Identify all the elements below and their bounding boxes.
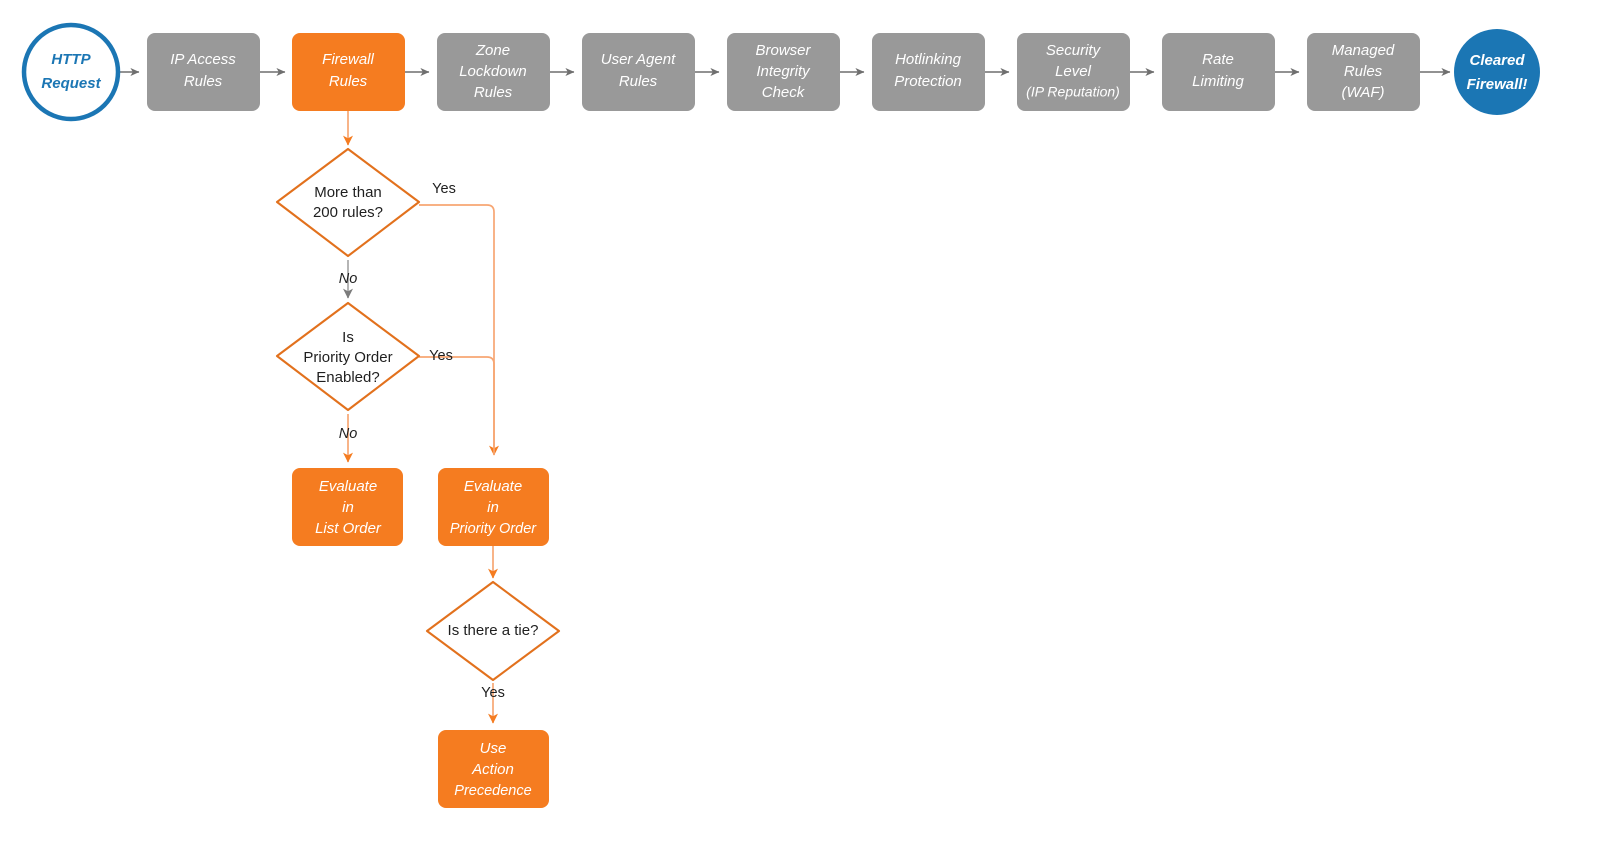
cleared-firewall-label-line2: Firewall! xyxy=(1467,76,1528,93)
node-zone-lockdown-rules[interactable]: Zone Lockdown Rules xyxy=(437,33,550,111)
use-action-precedence-label-line2: Action xyxy=(471,761,514,778)
more-than-200-rules-diamond xyxy=(275,147,421,258)
hotlinking-protection-label-line1: Hotlinking xyxy=(895,51,962,68)
firewall-rules-box xyxy=(292,33,405,111)
firewall-rules-label-line2: Rules xyxy=(329,73,368,90)
node-cleared-firewall[interactable]: Cleared Firewall! xyxy=(1454,29,1540,115)
zone-lockdown-rules-label-line2: Lockdown xyxy=(459,63,527,80)
node-evaluate-in-priority-order[interactable]: Evaluate in Priority Order xyxy=(438,468,549,546)
edge-label-priority-order-yes: Yes xyxy=(429,348,453,364)
edge-label-priority-order-no: No xyxy=(339,426,358,442)
edge-label-tie-yes: Yes xyxy=(481,685,505,701)
node-evaluate-in-list-order[interactable]: Evaluate in List Order xyxy=(292,468,403,546)
node-is-priority-order-enabled[interactable]: Is Priority Order Enabled? xyxy=(275,301,421,412)
evaluate-in-priority-order-box xyxy=(438,468,549,546)
evaluate-in-priority-order-label-line2: in xyxy=(487,499,499,516)
user-agent-rules-label-line2: Rules xyxy=(619,73,658,90)
node-use-action-precedence[interactable]: Use Action Precedence xyxy=(438,730,549,808)
security-level-label-line3: (IP Reputation) xyxy=(1026,84,1120,100)
edge-label-more-than-200-yes: Yes xyxy=(432,181,456,197)
managed-rules-waf-box xyxy=(1307,33,1420,111)
node-rate-limiting[interactable]: Rate Limiting xyxy=(1162,33,1275,111)
node-is-there-a-tie[interactable]: Is there a tie? xyxy=(425,580,561,682)
is-priority-order-enabled-diamond xyxy=(275,301,421,412)
evaluate-in-list-order-label-line1: Evaluate xyxy=(319,478,377,495)
http-request-label-line2: Request xyxy=(41,75,101,92)
node-managed-rules-waf[interactable]: Managed Rules (WAF) xyxy=(1307,33,1420,111)
evaluate-in-priority-order-label-line1: Evaluate xyxy=(464,478,522,495)
connector-decision-priority-yes xyxy=(419,356,495,455)
http-request-circle xyxy=(21,22,121,122)
browser-integrity-check-box xyxy=(727,33,840,111)
zone-lockdown-rules-label-line3: Rules xyxy=(474,84,513,101)
cleared-firewall-circle xyxy=(1454,29,1540,115)
node-ip-access-rules[interactable]: IP Access Rules xyxy=(147,33,260,111)
evaluate-in-priority-order-label-line3: Priority Order xyxy=(450,521,537,537)
rate-limiting-box xyxy=(1162,33,1275,111)
branch-connectors xyxy=(343,111,499,724)
browser-integrity-check-label-line1: Browser xyxy=(755,42,811,59)
http-request-label-line1: HTTP xyxy=(51,51,91,68)
use-action-precedence-label-line1: Use xyxy=(480,740,507,757)
hotlinking-protection-box xyxy=(872,33,985,111)
edge-label-more-than-200-no: No xyxy=(339,271,358,287)
is-priority-order-enabled-label-line1: Is xyxy=(342,329,354,346)
browser-integrity-check-label-line2: Integrity xyxy=(756,63,811,80)
is-there-a-tie-label-line1: Is there a tie? xyxy=(448,622,539,639)
rate-limiting-label-line1: Rate xyxy=(1202,51,1234,68)
node-firewall-rules[interactable]: Firewall Rules xyxy=(292,33,405,111)
ip-access-rules-label-line2: Rules xyxy=(184,73,223,90)
evaluate-in-list-order-box xyxy=(292,468,403,546)
edge-labels: Yes No Yes No Yes xyxy=(339,181,505,701)
zone-lockdown-rules-box xyxy=(437,33,550,111)
user-agent-rules-box xyxy=(582,33,695,111)
managed-rules-waf-label-line3: (WAF) xyxy=(1341,84,1384,101)
user-agent-rules-label-line1: User Agent xyxy=(601,51,676,68)
node-hotlinking-protection[interactable]: Hotlinking Protection xyxy=(872,33,985,111)
managed-rules-waf-label-line1: Managed xyxy=(1332,42,1395,59)
is-priority-order-enabled-label-line3: Enabled? xyxy=(316,369,379,386)
use-action-precedence-label-line3: Precedence xyxy=(454,783,531,799)
node-security-level[interactable]: Security Level (IP Reputation) xyxy=(1017,33,1130,111)
ip-access-rules-box xyxy=(147,33,260,111)
node-more-than-200-rules[interactable]: More than 200 rules? xyxy=(275,147,421,258)
managed-rules-waf-label-line2: Rules xyxy=(1344,63,1383,80)
node-user-agent-rules[interactable]: User Agent Rules xyxy=(582,33,695,111)
more-than-200-rules-label-line2: 200 rules? xyxy=(313,204,383,221)
connector-decision-200-yes xyxy=(419,204,499,456)
hotlinking-protection-label-line2: Protection xyxy=(894,73,962,90)
zone-lockdown-rules-label-line1: Zone xyxy=(475,42,510,59)
security-level-label-line1: Security xyxy=(1046,42,1102,59)
node-http-request[interactable]: HTTP Request xyxy=(21,22,121,122)
use-action-precedence-box xyxy=(438,730,549,808)
node-browser-integrity-check[interactable]: Browser Integrity Check xyxy=(727,33,840,111)
security-level-label-line2: Level xyxy=(1055,63,1092,80)
cleared-firewall-label-line1: Cleared xyxy=(1469,52,1525,69)
is-priority-order-enabled-label-line2: Priority Order xyxy=(303,349,392,366)
ip-access-rules-label-line1: IP Access xyxy=(170,51,236,68)
firewall-rules-label-line1: Firewall xyxy=(322,51,374,68)
evaluate-in-list-order-label-line3: List Order xyxy=(315,520,382,537)
rate-limiting-label-line2: Limiting xyxy=(1192,73,1244,90)
more-than-200-rules-label-line1: More than xyxy=(314,184,382,201)
is-there-a-tie-diamond xyxy=(425,580,561,682)
browser-integrity-check-label-line3: Check xyxy=(762,84,806,101)
security-level-box xyxy=(1017,33,1130,111)
evaluate-in-list-order-label-line2: in xyxy=(342,499,354,516)
